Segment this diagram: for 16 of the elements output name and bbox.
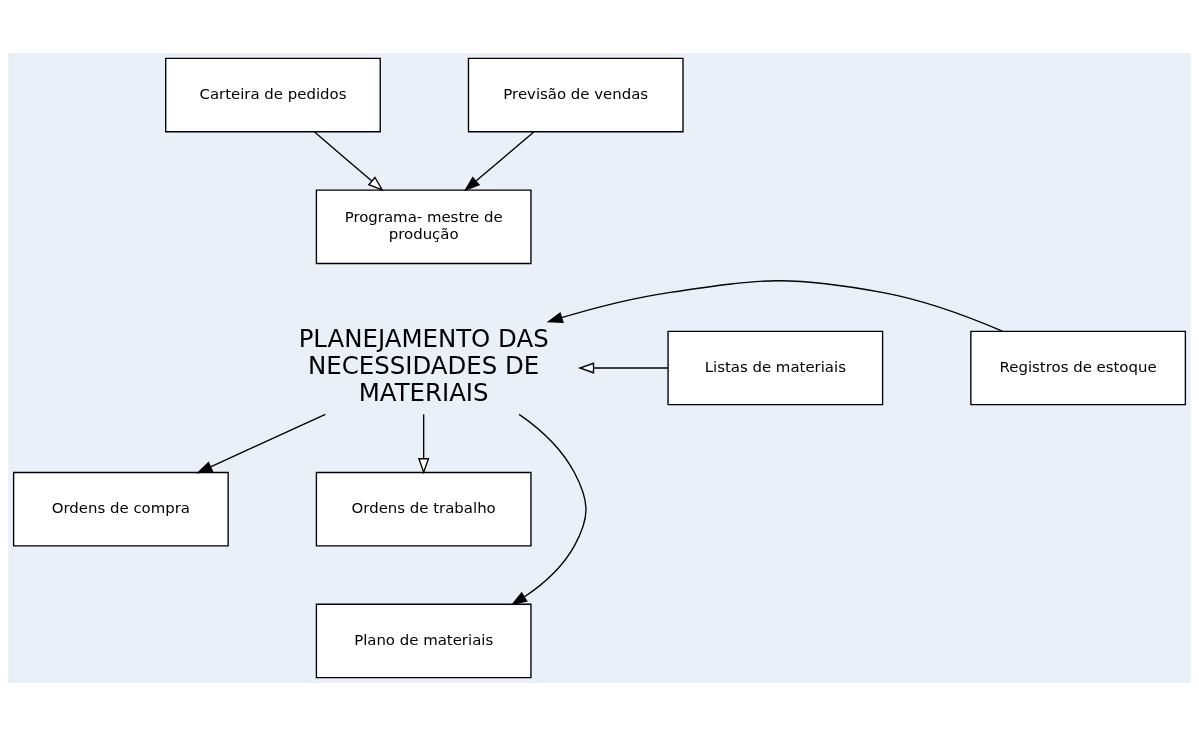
node-box: Plano de materiais <box>315 603 532 679</box>
arrow <box>577 362 669 374</box>
arrow <box>510 413 587 606</box>
arrow <box>417 413 430 475</box>
node-box: Ordens de compra <box>12 471 229 547</box>
node-box: Ordens de trabalho <box>315 471 532 547</box>
arrow <box>463 131 535 192</box>
node-box: Previsão de vendas <box>467 57 684 133</box>
node-box: Programa- mestre de produção <box>315 189 532 265</box>
node-text: PLANEJAMENTO DAS NECESSIDADES DE MATERIAIS <box>298 323 549 408</box>
node-box: Registros de estoque <box>970 330 1187 406</box>
arrow <box>196 413 327 474</box>
node-box: Listas de materiais <box>667 330 884 406</box>
node-box: Carteira de pedidos <box>165 57 381 133</box>
arrow <box>546 280 1003 332</box>
arrow <box>313 131 384 192</box>
